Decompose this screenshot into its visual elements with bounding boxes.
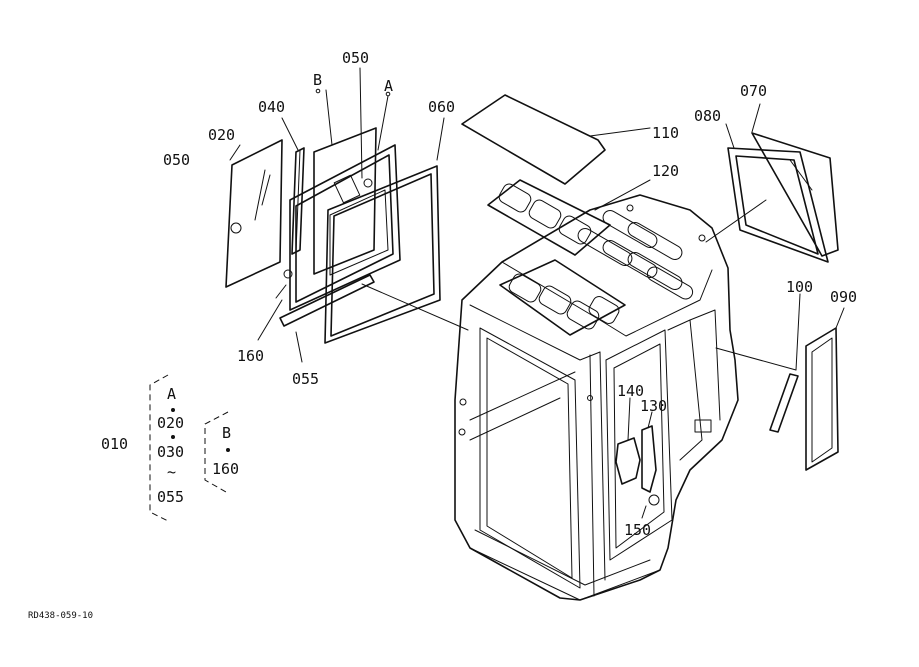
legend-b-title: B [222,424,231,442]
label-160: 160 [237,347,264,365]
label-040: 040 [258,98,285,116]
part-050-frame [275,67,401,311]
part-020-glass [225,139,283,288]
legend-brackets [149,374,229,523]
label-070: 070 [740,82,767,100]
part-120-roof-seal [487,179,651,256]
legend-a-range: ~ [167,463,176,481]
legend-group-label: 010 [101,435,128,453]
label-a-top: A [384,77,393,95]
label-090: 090 [830,288,857,306]
label-050-top: 050 [342,49,369,67]
label-140: 140 [617,382,644,400]
leader-rail-cab [361,283,469,331]
legend-a-title: A [167,385,176,403]
label-060: 060 [428,98,455,116]
legend-a-item-2: 030 [157,443,184,461]
legend-dot [171,408,175,412]
legend-a-item-1: 020 [157,414,184,432]
legend-a-item-3: 055 [157,488,184,506]
part-130-140-150-handle [615,397,660,519]
part-110-roof-glass [461,94,651,185]
part-090-glass [805,307,845,471]
legend-dot [226,448,230,452]
part-040-strip [281,117,305,255]
label-110: 110 [652,124,679,142]
label-055: 055 [292,370,319,388]
part-070-080-rear-window [705,103,839,263]
label-080: 080 [694,107,721,125]
label-100: 100 [786,278,813,296]
roof-ribs [577,210,694,300]
label-020: 020 [208,126,235,144]
label-b-top: B [313,71,322,89]
part-100-rod [715,293,801,433]
drawing-code: RD438-059-10 [28,611,93,621]
label-130: 130 [640,397,667,415]
part-060-seal [324,117,445,344]
part-055-rail [279,274,375,363]
label-050-left: 050 [163,151,190,169]
leader-160 [257,299,283,341]
legend-b-item-1: 160 [212,460,239,478]
legend-dot [171,435,175,439]
cab-body [454,194,739,601]
roof-opening [499,259,626,336]
label-120: 120 [652,162,679,180]
label-150: 150 [624,521,651,539]
part-b-panel [313,88,377,275]
